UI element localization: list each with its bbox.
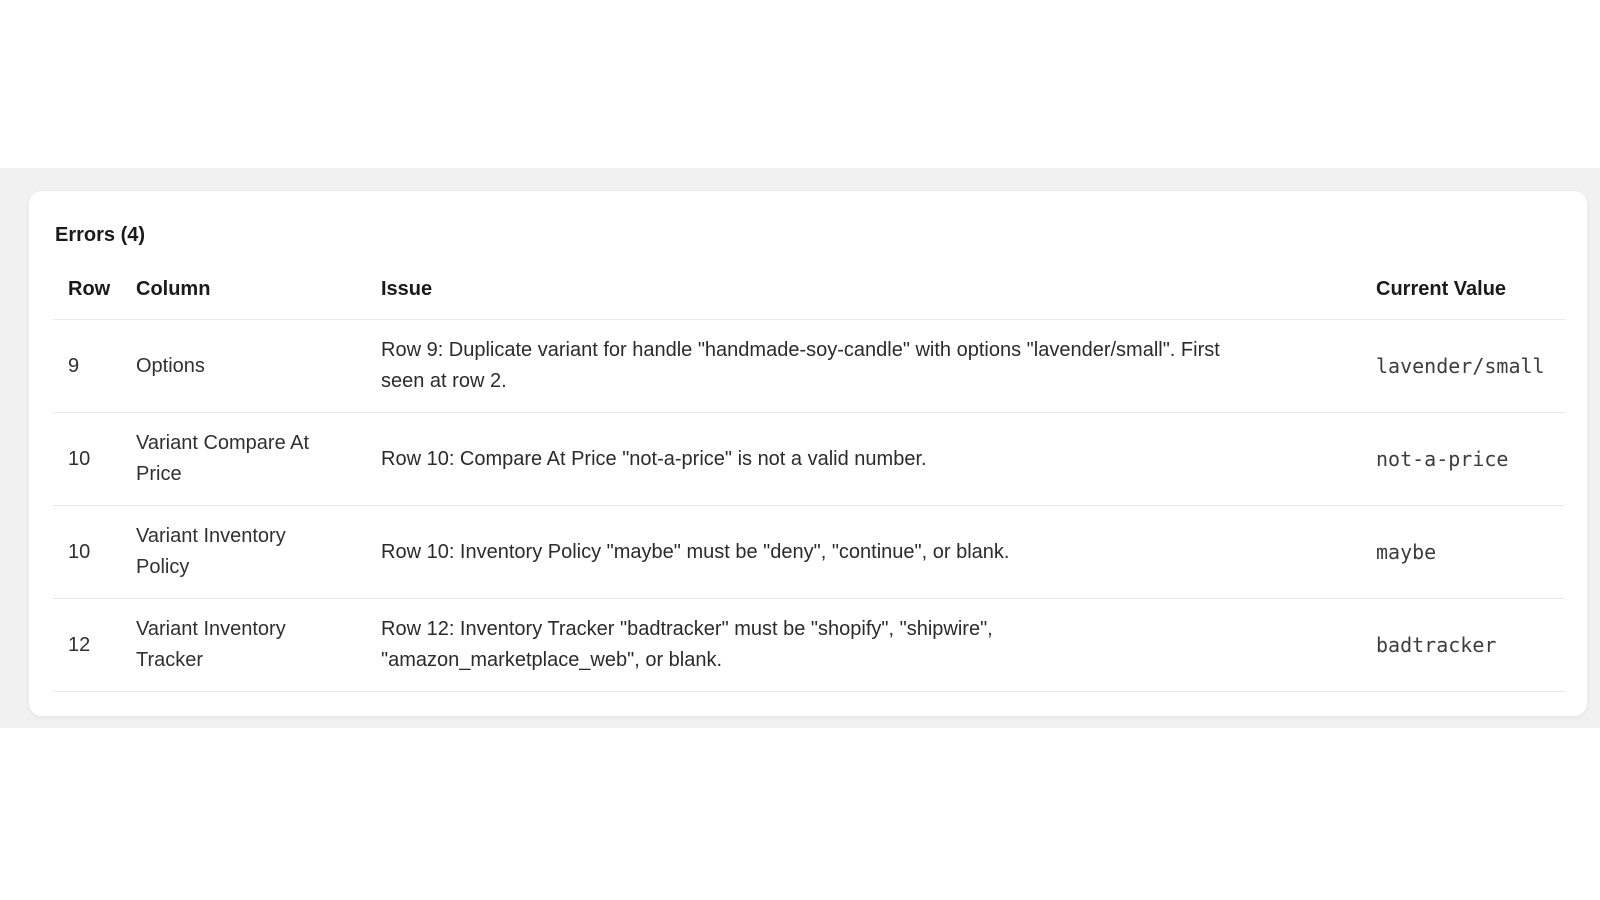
table-row: 10 Variant Compare At Price Row 10: Comp…: [53, 412, 1565, 506]
error-issue-line: Row 12: Inventory Tracker "badtracker" m…: [381, 618, 993, 640]
error-row-number: 10: [53, 505, 136, 599]
error-current-value: maybe: [1376, 505, 1565, 599]
error-column-name: Variant Inventory Tracker: [136, 598, 381, 692]
header-row: Row Column Issue Current Value: [53, 275, 1565, 320]
table-row: 12 Variant Inventory Tracker Row 12: Inv…: [53, 598, 1565, 692]
table-row: 10 Variant Inventory Policy Row 10: Inve…: [53, 505, 1565, 599]
column-header-issue: Issue: [381, 275, 1376, 320]
error-current-value: lavender/small: [1376, 319, 1565, 413]
error-issue-line: seen at row 2.: [381, 370, 507, 392]
error-row-number: 12: [53, 598, 136, 692]
error-issue-line: Row 9: Duplicate variant for handle "han…: [381, 339, 1220, 361]
error-column-name: Options: [136, 319, 381, 413]
error-column-name: Variant Inventory Policy: [136, 505, 381, 599]
error-issue: Row 10: Inventory Policy "maybe" must be…: [381, 505, 1376, 599]
error-current-value: not-a-price: [1376, 412, 1565, 506]
column-header-column: Column: [136, 275, 381, 320]
error-issue-line: Row 10: Compare At Price "not-a-price" i…: [381, 447, 927, 470]
errors-panel: Errors (4) Row Column Issue Current Valu…: [28, 190, 1588, 717]
error-current-value: badtracker: [1376, 598, 1565, 692]
error-issue: Row 9: Duplicate variant for handle "han…: [381, 319, 1376, 413]
error-row-number: 10: [53, 412, 136, 506]
column-header-row: Row: [53, 275, 136, 320]
error-issue-line: Row 10: Inventory Policy "maybe" must be…: [381, 540, 1010, 563]
errors-panel-title: Errors (4): [55, 224, 146, 246]
errors-table-header: Row Column Issue Current Value: [53, 275, 1565, 320]
error-issue-line: "amazon_marketplace_web", or blank.: [381, 649, 723, 671]
error-column-name: Variant Compare At Price: [136, 412, 381, 506]
errors-table-body: 9 Options Row 9: Duplicate variant for h…: [53, 319, 1565, 692]
column-header-current-value: Current Value: [1376, 275, 1565, 320]
errors-table: Row Column Issue Current Value 9 Options…: [53, 275, 1565, 692]
table-row: 9 Options Row 9: Duplicate variant for h…: [53, 319, 1565, 413]
error-row-number: 9: [53, 319, 136, 413]
error-issue: Row 10: Compare At Price "not-a-price" i…: [381, 412, 1376, 506]
error-issue: Row 12: Inventory Tracker "badtracker" m…: [381, 598, 1376, 692]
